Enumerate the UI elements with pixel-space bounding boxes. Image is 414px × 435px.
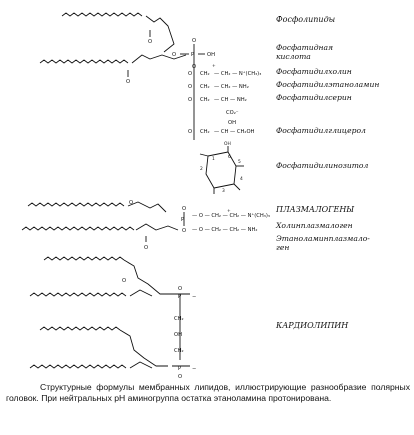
cardiolipin-p1-o: O (178, 286, 182, 292)
label-phosphatidic-acid-2: кислота (276, 52, 311, 61)
plasmalogen-p-o-bottom: O (182, 228, 186, 234)
label-plasmalogens: ПЛАЗМАЛОГЕНЫ (276, 205, 355, 214)
choline-tail: — CH₂ — N⁺(CH₃)₃ (214, 71, 261, 77)
glycerol-oh-mid: OH (228, 120, 236, 126)
cardiolipin-p2-o: O (178, 374, 182, 380)
glycerol-tail: — CH — CH₂OH (214, 129, 255, 135)
cardiolipin-chain-4 (29, 364, 127, 369)
phosphate-o-bottom: O (192, 64, 196, 70)
plasmalogen-carbonyl: O (144, 245, 148, 251)
phosphate-o-left: O (172, 52, 176, 58)
cardiolipin-p1: P (178, 294, 181, 300)
choline-plus: + (212, 63, 216, 69)
ring-1: 1 (212, 156, 215, 162)
ethanolamine-tail: — CH₂ — NH₂ (214, 84, 249, 90)
plasmalogen-p: P (181, 217, 184, 223)
carbonyl-o-1: O (148, 39, 152, 45)
glycerol-o: O (188, 129, 192, 135)
cardiolipin-chain-2 (29, 292, 127, 297)
ethanolamine-ch2: CH₂ (200, 84, 210, 90)
cardiolipin-p2-minus: − (192, 366, 196, 372)
cardiolipin-chain-3 (39, 326, 121, 331)
label-phosphatidylserine: Фосфатидилсерин (276, 93, 352, 102)
ring-2: 2 (200, 166, 203, 172)
label-phosphatidylcholine: Фосфатидилхолин (276, 67, 352, 76)
label-cardiolipin: КАРДИОЛИПИН (276, 321, 349, 330)
serine-ch2: CH₂ (200, 97, 210, 103)
cardiolipin-o-1: O (122, 278, 126, 284)
glycerol-ch2: CH₂ (200, 129, 210, 135)
plasmalogen-choline-tail: — O — CH₂ — CH₂ — N⁺(CH₃)₃ (192, 213, 270, 219)
label-choline-plasmalogen: Холинплазмалоген (276, 221, 353, 230)
label-ethanolamine-plasmalogen-1: Этаноламинплазмало- (276, 234, 370, 243)
phosphate-oh: OH (207, 52, 215, 58)
label-phosphatidic-acid-1: Фосфатидная (276, 43, 334, 52)
plasmalogen-chain-1 (27, 202, 125, 207)
label-phosphatidylinositol: Фосфатидилинозитол (276, 161, 369, 170)
cardiolipin-p2: P (178, 366, 181, 372)
cardiolipin-ch2-1: CH₂ (174, 316, 184, 322)
plasmalogen-p-o-top: O (182, 206, 186, 212)
plasmalogen-chain-2 (21, 226, 135, 231)
plasmalogen-plus: + (227, 208, 231, 214)
cardiolipin-p1-minus: − (192, 294, 196, 300)
inositol-oh-top: OH (224, 141, 231, 147)
ring-5: 5 (238, 159, 241, 165)
serine-o: O (188, 97, 192, 103)
ester-link-2 (131, 54, 187, 64)
ethanolamine-o: O (188, 84, 192, 90)
phosphate-o-top: O (192, 38, 196, 44)
plasmalogen-o-1: O (129, 200, 133, 206)
figure-caption: Структурные формулы мембранных липидов, … (6, 382, 410, 404)
ring-6: 6 (228, 154, 231, 160)
ring-3: 3 (222, 188, 225, 194)
inositol-ring (205, 151, 237, 189)
fatty-acid-chain-2 (39, 59, 129, 64)
choline-ch2: CH₂ (200, 71, 210, 77)
cardiolipin-oh: OH (174, 332, 182, 338)
serine-co2: CO₂⁻ (226, 110, 239, 116)
label-ethanolamine-plasmalogen-2: ген (276, 243, 290, 252)
label-phosphatidylethanolamine: Фосфатидилэтаноламин (276, 80, 380, 89)
phosphate-p: P (191, 52, 194, 58)
fatty-acid-chain-1 (61, 12, 143, 17)
plasmalogen-ethanolamine-tail: — O — CH₂ — CH₂ — NH₂ (192, 227, 257, 233)
carbonyl-o-2: O (126, 79, 130, 85)
cardiolipin-ch2-2: CH₂ (174, 348, 184, 354)
ester-link-1 (145, 15, 175, 53)
cardiolipin-chain-1 (43, 256, 125, 261)
label-phosphatidylglycerol: Фосфатидилглицерол (276, 126, 366, 135)
serine-tail: — CH — NH₂ (214, 97, 247, 103)
ring-4: 4 (240, 176, 243, 182)
choline-o: O (188, 71, 192, 77)
label-phospholipids: Фосфолипиды (276, 15, 336, 24)
